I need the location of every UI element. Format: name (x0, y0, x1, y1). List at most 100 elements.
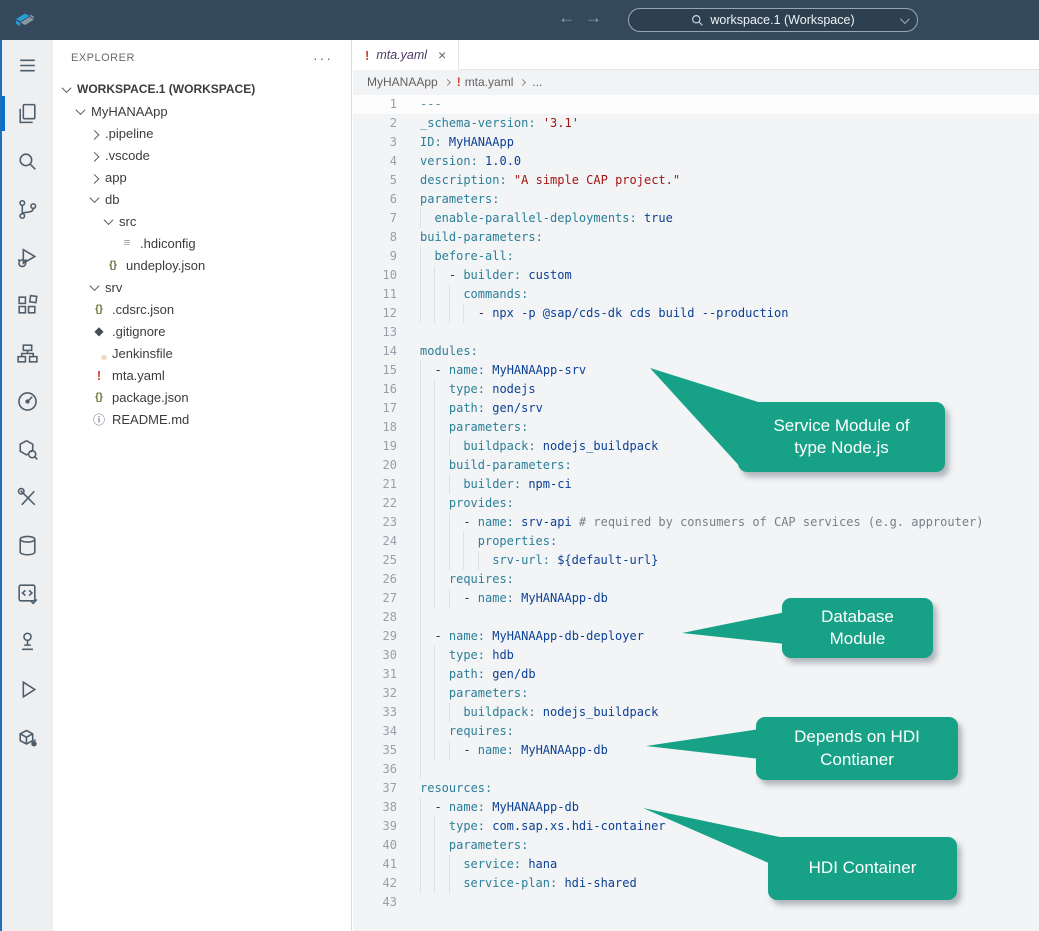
nav-forward-button[interactable]: → (585, 8, 602, 27)
code-line[interactable]: 27- name: MyHANAApp-db (353, 589, 1039, 608)
breadcrumb-item[interactable]: MyHANAApp (367, 75, 438, 89)
menu-icon[interactable] (2, 52, 53, 79)
tree-item-.cdsrc.json[interactable]: {}.cdsrc.json (53, 298, 351, 320)
artifact-search-icon[interactable] (2, 436, 53, 463)
chevron-down-icon[interactable] (89, 280, 100, 291)
tree-item-mta.yaml[interactable]: !mta.yaml (53, 364, 351, 386)
line-content: parameters: (397, 684, 528, 703)
tools-icon[interactable] (2, 484, 53, 511)
tree-item-undeploy.json[interactable]: {}undeploy.json (53, 254, 351, 276)
tree-item-.hdiconfig[interactable]: ≡.hdiconfig (53, 232, 351, 254)
code-line[interactable]: 23- name: srv-api # required by consumer… (353, 513, 1039, 532)
database-icon[interactable] (2, 532, 53, 559)
tab-mta-yaml[interactable]: ! mta.yaml × (353, 40, 460, 70)
code-line[interactable]: 10- builder: custom (353, 266, 1039, 285)
line-number: 22 (382, 496, 397, 510)
tree-item-jenkinsfile[interactable]: Jenkinsfile (53, 342, 351, 364)
command-center[interactable]: workspace.1 (Workspace) (628, 8, 918, 32)
code-line[interactable]: 15- name: MyHANAApp-srv (353, 361, 1039, 380)
code-line[interactable]: 12- npx -p @sap/cds-dk cds build --produ… (353, 304, 1039, 323)
tree-item-.pipeline[interactable]: .pipeline (53, 122, 351, 144)
tree-item-db[interactable]: db (53, 188, 351, 210)
tree-item-srv[interactable]: srv (53, 276, 351, 298)
code-line[interactable]: 36 (353, 760, 1039, 779)
chevron-right-icon[interactable] (89, 173, 100, 184)
code-line[interactable]: 29- name: MyHANAApp-db-deployer (353, 627, 1039, 646)
hierarchy-icon[interactable] (2, 340, 53, 367)
source-control-icon[interactable] (2, 196, 53, 223)
code-check-icon[interactable] (2, 580, 53, 607)
chevron-down-icon[interactable] (61, 82, 72, 93)
explorer-more-actions-icon[interactable]: ··· (313, 50, 333, 66)
breadcrumb-item[interactable]: !mta.yaml (456, 75, 514, 89)
nav-back-button[interactable]: ← (558, 8, 575, 27)
deploy-icon[interactable] (2, 628, 53, 655)
code-line[interactable]: 43 (353, 893, 1039, 912)
code-line[interactable]: 35- name: MyHANAApp-db (353, 741, 1039, 760)
explorer-icon[interactable] (2, 96, 53, 131)
breadcrumb-item[interactable]: ... (532, 75, 543, 89)
code-line[interactable]: 13 (353, 323, 1039, 342)
line-number: 36 (382, 762, 397, 776)
code-line[interactable]: 2_schema-version: '3.1' (353, 114, 1039, 133)
code-line[interactable]: 28 (353, 608, 1039, 627)
chevron-down-icon[interactable] (103, 214, 114, 225)
services-icon[interactable] (2, 724, 53, 751)
extensions-icon[interactable] (2, 292, 53, 319)
tree-item-.vscode[interactable]: .vscode (53, 144, 351, 166)
chevron-down-icon[interactable] (89, 192, 100, 203)
line-number: 9 (389, 249, 397, 263)
line-content: - builder: custom (397, 266, 572, 285)
tab-close-icon[interactable]: × (438, 47, 447, 63)
code-line[interactable]: 38- name: MyHANAApp-db (353, 798, 1039, 817)
pipeline-icon[interactable] (2, 388, 53, 415)
tree-item-app[interactable]: app (53, 166, 351, 188)
chevron-down-icon[interactable] (75, 104, 86, 115)
yaml-warning-icon: ! (456, 75, 461, 89)
tree-item-myhanaapp[interactable]: MyHANAApp (53, 100, 351, 122)
chevron-right-icon[interactable] (89, 129, 100, 140)
run-icon[interactable] (2, 676, 53, 703)
chevron-down-icon[interactable] (899, 13, 910, 24)
search-icon[interactable] (2, 148, 53, 175)
tree-item-package.json[interactable]: {}package.json (53, 386, 351, 408)
tree-item-.gitignore[interactable]: ◆.gitignore (53, 320, 351, 342)
run-debug-icon[interactable] (2, 244, 53, 271)
chevron-right-icon[interactable] (89, 151, 100, 162)
tree-item-src[interactable]: src (53, 210, 351, 232)
line-content: parameters: (397, 418, 528, 437)
tree-item-workspace.1-workspace-[interactable]: WORKSPACE.1 (WORKSPACE) (53, 78, 351, 100)
code-line[interactable]: 1--- (353, 95, 1039, 114)
